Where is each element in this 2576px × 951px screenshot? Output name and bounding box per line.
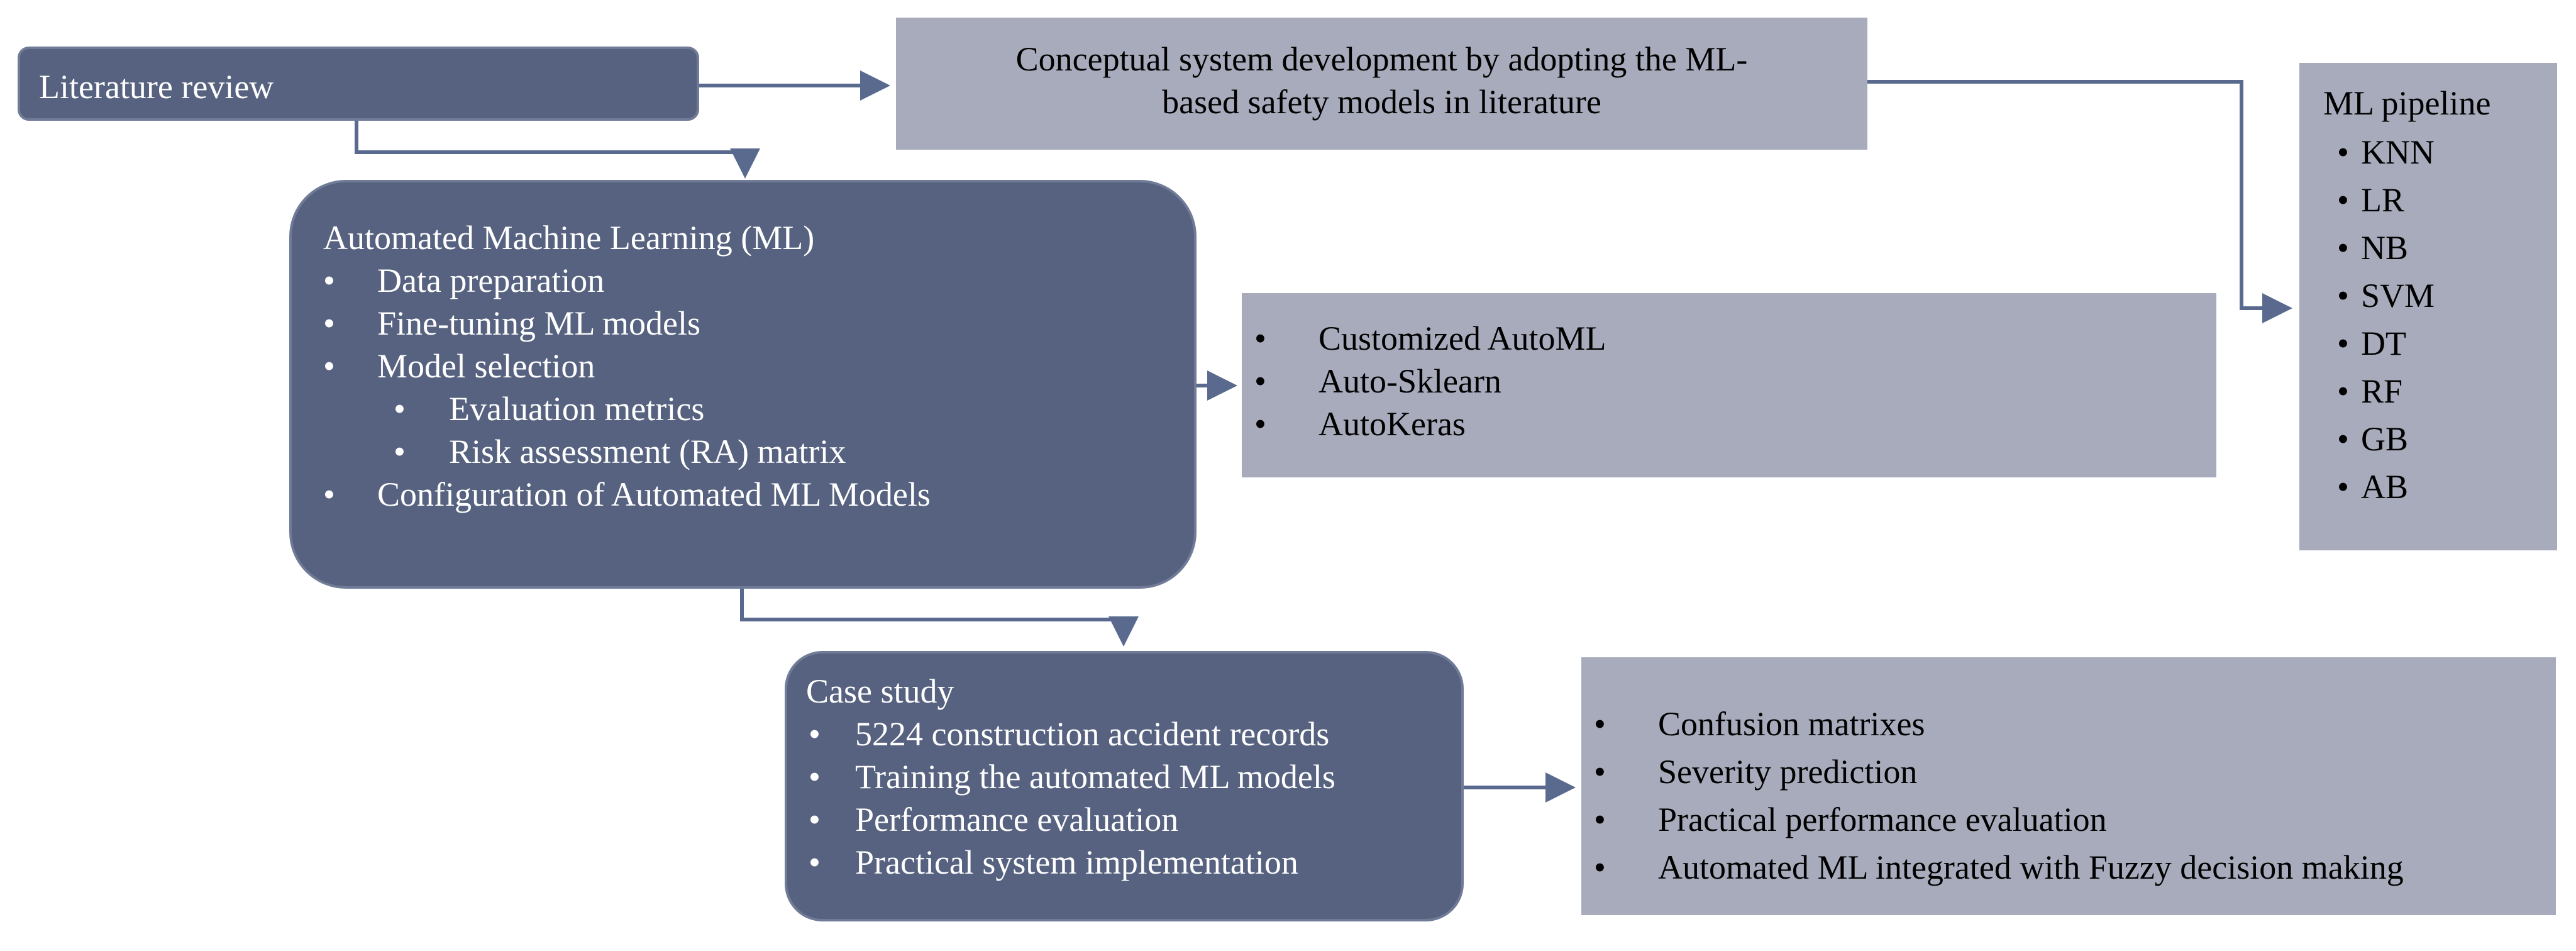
tool-item: •Auto-Sklearn [1254,362,1501,400]
result-item: •Severity prediction [1594,753,1918,791]
automl-item: •Model selection [323,347,595,385]
automl-title: Automated Machine Learning (ML) [323,219,815,257]
pipeline-item: •GB [2337,420,2409,458]
case-study-item: •Performance evaluation [809,801,1179,838]
case-study-item: •Practical system implementation [809,843,1298,881]
case-study-box: Case study •5224 construction accident r… [785,651,1464,921]
automl-subitem: •Evaluation metrics [394,390,705,428]
pipeline-item: •RF [2337,372,2403,410]
pipeline-item: •LR [2337,181,2405,219]
tool-item: •Customized AutoML [1254,320,1606,357]
ml-pipeline-box: ML pipeline •KNN •LR •NB •SVM •DT •RF •G… [2299,63,2557,550]
arrow-literature-to-automl [355,121,760,179]
automl-subitem: •Risk assessment (RA) matrix [394,433,846,470]
result-item: •Automated ML integrated with Fuzzy deci… [1594,848,2404,886]
pipeline-item: •NB [2337,229,2409,267]
tool-item: •AutoKeras [1254,405,1466,443]
literature-review-label: Literature review [39,68,274,106]
case-study-title: Case study [806,672,954,710]
conceptual-text: Conceptual system development by adoptin… [1015,40,1748,121]
ml-pipeline-title: ML pipeline [2323,84,2491,122]
pipeline-item: •DT [2337,325,2406,362]
result-item: •Confusion matrixes [1594,705,1925,743]
automl-tools-box: •Customized AutoML •Auto-Sklearn •AutoKe… [1242,293,2216,477]
arrow-conceptual-to-pipeline [1867,80,2292,323]
pipeline-item: •SVM [2337,277,2435,314]
pipeline-item: •KNN [2337,133,2435,171]
case-study-item: •5224 construction accident records [809,715,1330,753]
automl-item: •Data preparation [323,262,605,299]
automl-item: •Configuration of Automated ML Models [323,476,931,513]
pipeline-item: •AB [2337,468,2409,506]
arrow-automl-to-casestudy [740,589,1139,647]
result-item: •Practical performance evaluation [1594,801,2107,838]
literature-review-box: Literature review [18,47,699,121]
conceptual-box: Conceptual system development by adoptin… [896,18,1867,150]
results-box: •Confusion matrixes •Severity prediction… [1581,657,2556,915]
case-study-item: •Training the automated ML models [809,758,1335,796]
automl-box: Automated Machine Learning (ML) •Data pr… [289,180,1197,589]
automl-item: •Fine-tuning ML models [323,304,700,342]
